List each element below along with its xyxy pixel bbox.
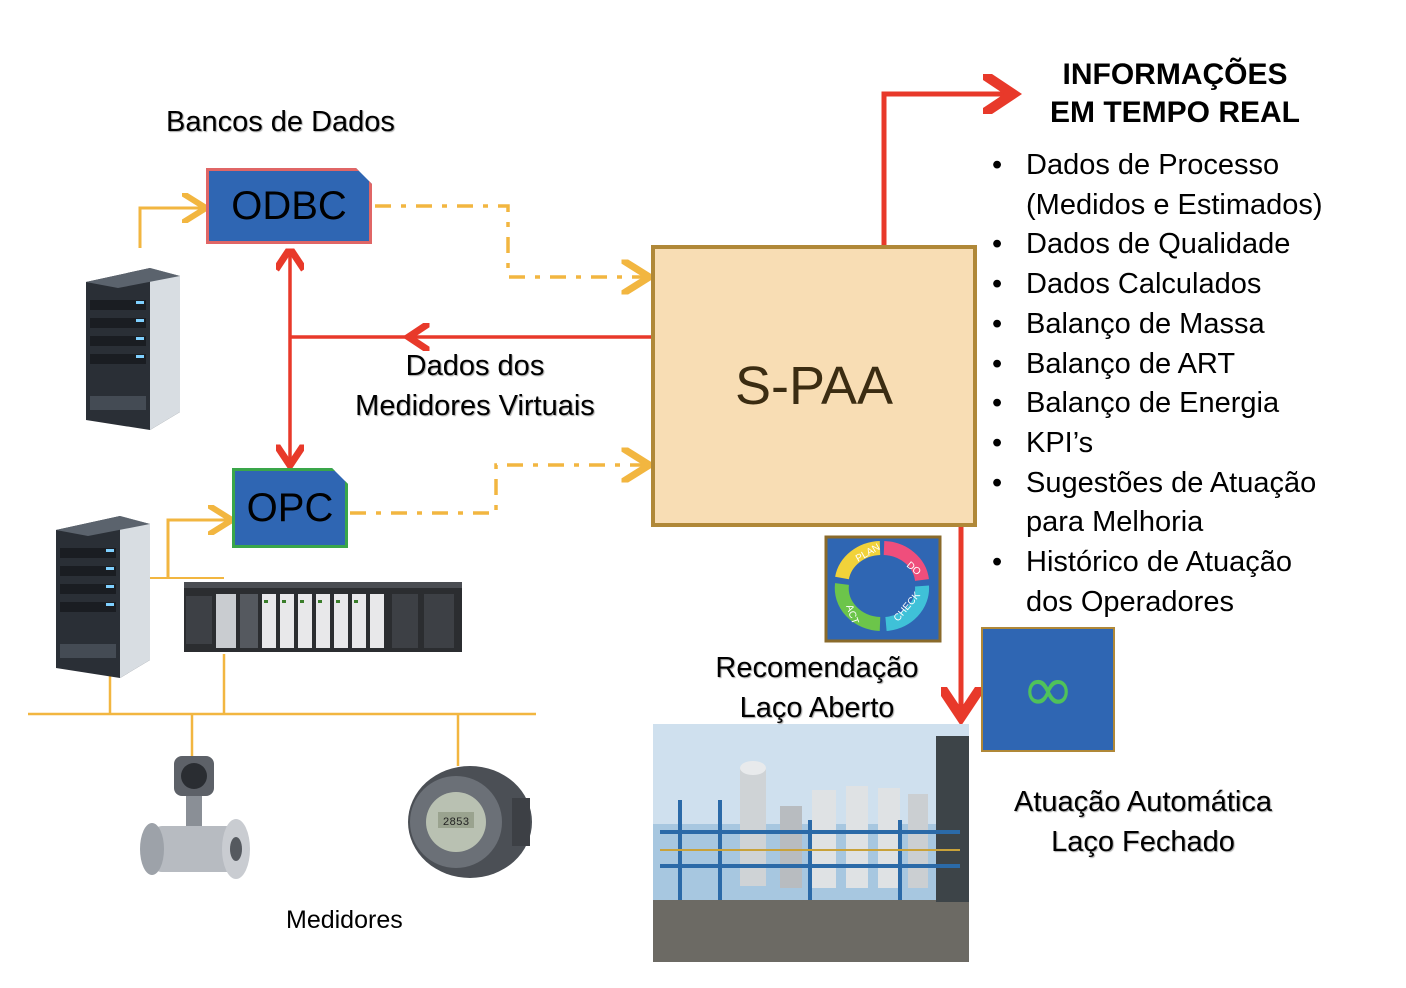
info-item: Dados Calculados (990, 265, 1323, 305)
virtual-meters-line2: Medidores Virtuais (355, 390, 595, 422)
odbc-label: ODBC (231, 183, 347, 228)
info-item: Balanço de Massa (990, 305, 1323, 345)
spaa-to-info-arrow (881, 94, 1008, 245)
plant-photo (653, 724, 969, 962)
info-title-line2: EM TEMPO REAL (1049, 96, 1300, 129)
automatic-line1: Atuação Automática (1014, 786, 1272, 818)
info-item: Dados de Qualidade (990, 225, 1323, 265)
automatic-label: Atuação Automática Laço Fechado (990, 782, 1296, 862)
pdca-cycle-icon: PLAN DO CHECK ACT (824, 535, 942, 643)
recommendation-line1: Recomendação (715, 652, 919, 684)
virtual-meters-label: Dados dos Medidores Virtuais (330, 346, 620, 426)
server1-to-odbc-line (138, 208, 203, 248)
plc-rack-icon (184, 582, 462, 652)
info-item: Balanço de Energia (990, 384, 1323, 424)
server-icon (56, 516, 150, 678)
info-item-continuation: para Melhoria (1026, 506, 1204, 539)
flowmeter-icon (140, 756, 250, 879)
opc-node[interactable]: OPC (232, 468, 348, 548)
automatic-control-node[interactable]: ∞ (981, 627, 1115, 752)
spaa-label: S-PAA (734, 356, 894, 416)
opc-to-spaa-line (350, 465, 646, 515)
transmitter-icon: 2853 (408, 766, 532, 878)
server2-to-opc-line (166, 520, 229, 578)
info-item: Dados de Processo (990, 146, 1323, 186)
recommendation-line2: Laço Aberto (739, 692, 895, 724)
meters-label: Medidores (286, 906, 403, 934)
infinity-icon: ∞ (1021, 652, 1075, 727)
info-item: KPI’s (990, 424, 1323, 464)
odbc-node[interactable]: ODBC (206, 168, 372, 244)
info-item: Histórico de Atuação (990, 543, 1323, 583)
databases-title: Bancos de Dados (166, 106, 395, 138)
info-item-continuation: (Medidos e Estimados) (1026, 188, 1323, 221)
automatic-line2: Laço Fechado (1051, 826, 1235, 858)
transmitter-reading: 2853 (443, 817, 469, 829)
info-title: INFORMAÇÕES EM TEMPO REAL (1020, 56, 1330, 132)
info-title-line1: INFORMAÇÕES (1062, 58, 1288, 91)
info-item-continuation: dos Operadores (1026, 585, 1234, 618)
opc-label: OPC (246, 485, 334, 530)
server-icon (86, 268, 180, 430)
info-list: Dados de Processo (Medidos e Estimados) … (990, 146, 1323, 622)
virtual-meters-line1: Dados dos (405, 350, 545, 382)
info-item: Sugestões de Atuação (990, 464, 1323, 504)
odbc-to-spaa-line (375, 204, 646, 277)
info-item: Balanço de ART (990, 345, 1323, 385)
recommendation-label: Recomendação Laço Aberto (690, 648, 944, 728)
spaa-node[interactable]: S-PAA (651, 245, 977, 527)
